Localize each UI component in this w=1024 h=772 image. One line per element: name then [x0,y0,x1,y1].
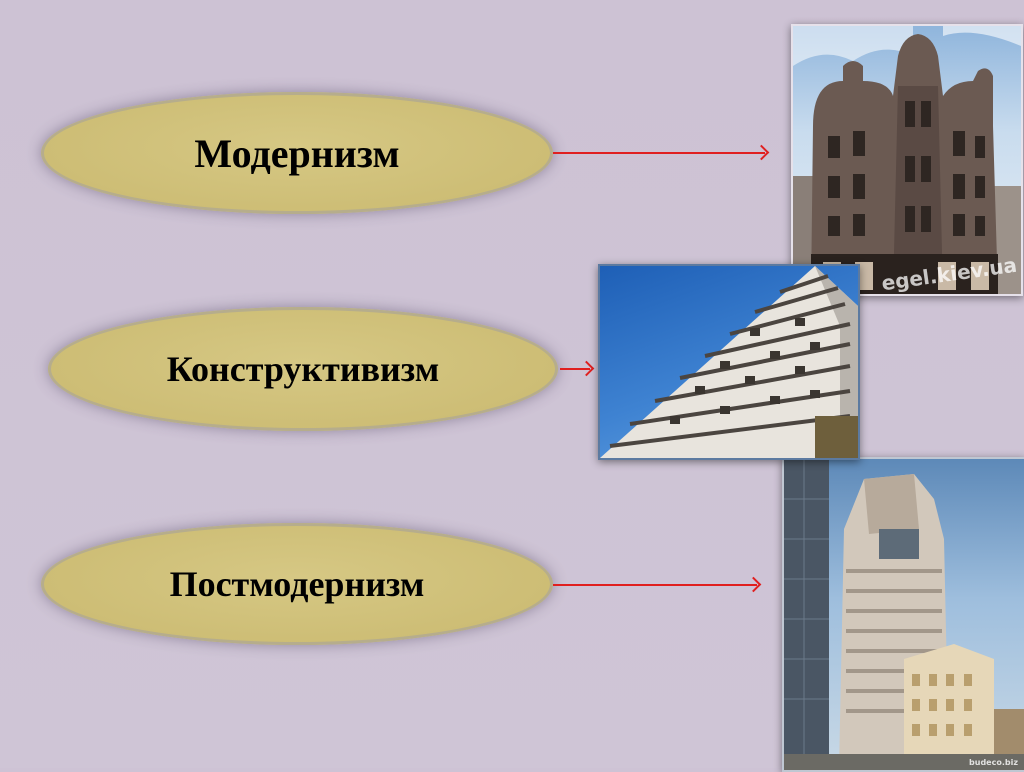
oval-postmodernism: Постмодернизм [41,523,553,645]
label-constructivism: Конструктивизм [166,349,440,389]
arrow-right-icon [553,152,765,154]
oval-constructivism: Конструктивизм [48,307,558,431]
label-postmodernism: Постмодернизм [169,564,425,604]
watermark-postmodernism: budeco.biz [969,758,1018,767]
oval-modernism: Модернизм [41,92,553,214]
photo-modernism-building: egel.kiev.ua [791,24,1023,296]
arrow-right-icon [560,368,590,370]
photo-postmodernism-building: budeco.biz [782,457,1024,772]
label-modernism: Модернизм [194,130,400,176]
arrow-right-icon [553,584,757,586]
photo-constructivism-building [598,264,860,460]
